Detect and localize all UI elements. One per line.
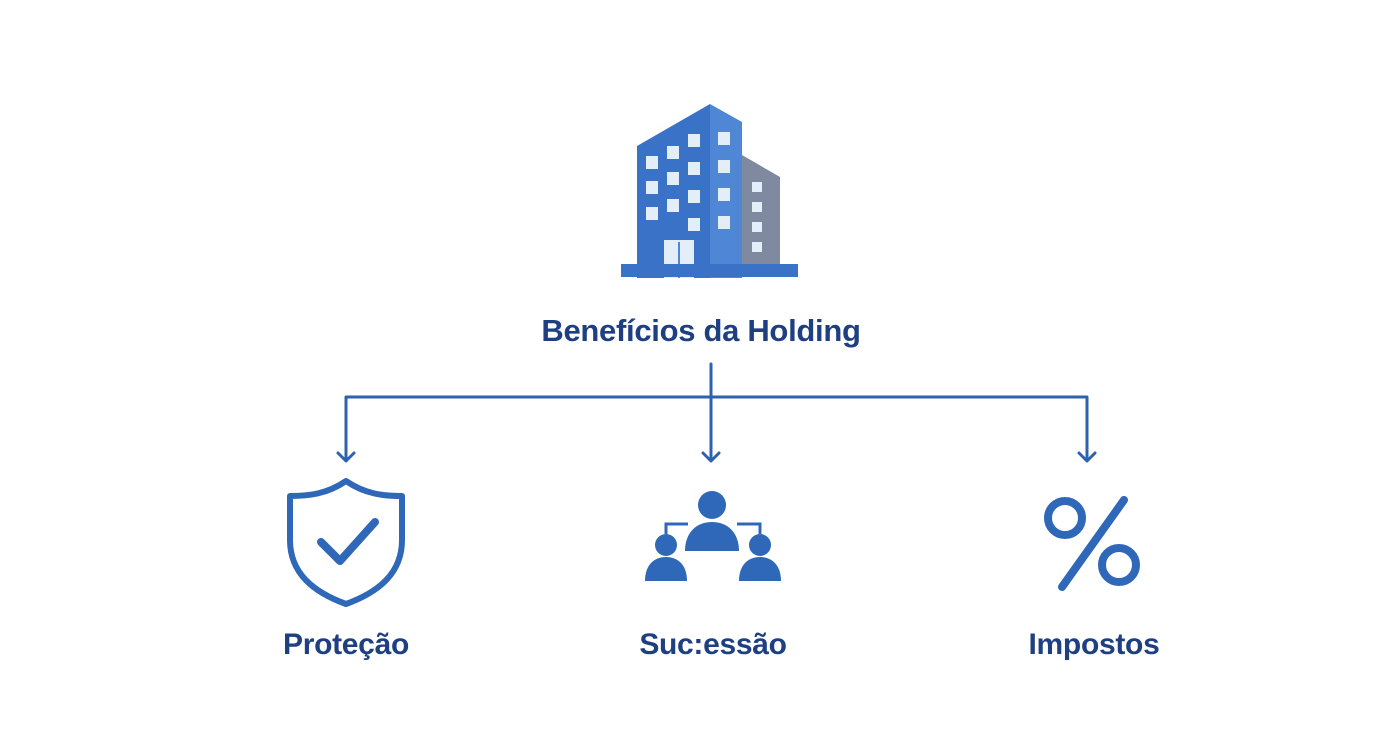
- shield-check-icon: [287, 478, 405, 607]
- person-head-left: [655, 534, 677, 556]
- person-body-right: [739, 557, 781, 581]
- back-windows: [752, 182, 762, 252]
- office-building-icon: [621, 104, 798, 278]
- percent-top-circle: [1044, 497, 1086, 539]
- percent-icon: [1044, 496, 1140, 591]
- person-head-top: [698, 491, 726, 519]
- child-label-protecao: Proteção: [283, 628, 409, 661]
- percent-bottom-circle: [1098, 544, 1140, 586]
- hierarchy-people-icon: [645, 491, 781, 581]
- child-label-impostos: Impostos: [1028, 628, 1160, 661]
- branch-bar: [344, 395, 1089, 460]
- person-head-right: [749, 534, 771, 556]
- arrowhead-protecao: [336, 451, 356, 463]
- shield-outline: [287, 478, 405, 607]
- percent-slash: [1058, 496, 1128, 591]
- building-front-face: [637, 104, 710, 278]
- building-base: [621, 264, 798, 277]
- arrowhead-impostos: [1077, 451, 1097, 463]
- person-body-top: [685, 522, 739, 551]
- root-label: Benefícios da Holding: [541, 313, 861, 348]
- front-windows: [646, 132, 730, 231]
- check-mark: [317, 518, 379, 565]
- arrowhead-sucessao: [701, 451, 721, 463]
- connector-lines-people: [664, 522, 762, 534]
- person-body-left: [645, 557, 687, 581]
- connector-group: [336, 362, 1097, 463]
- child-label-sucessao: Suc:essão: [639, 628, 787, 661]
